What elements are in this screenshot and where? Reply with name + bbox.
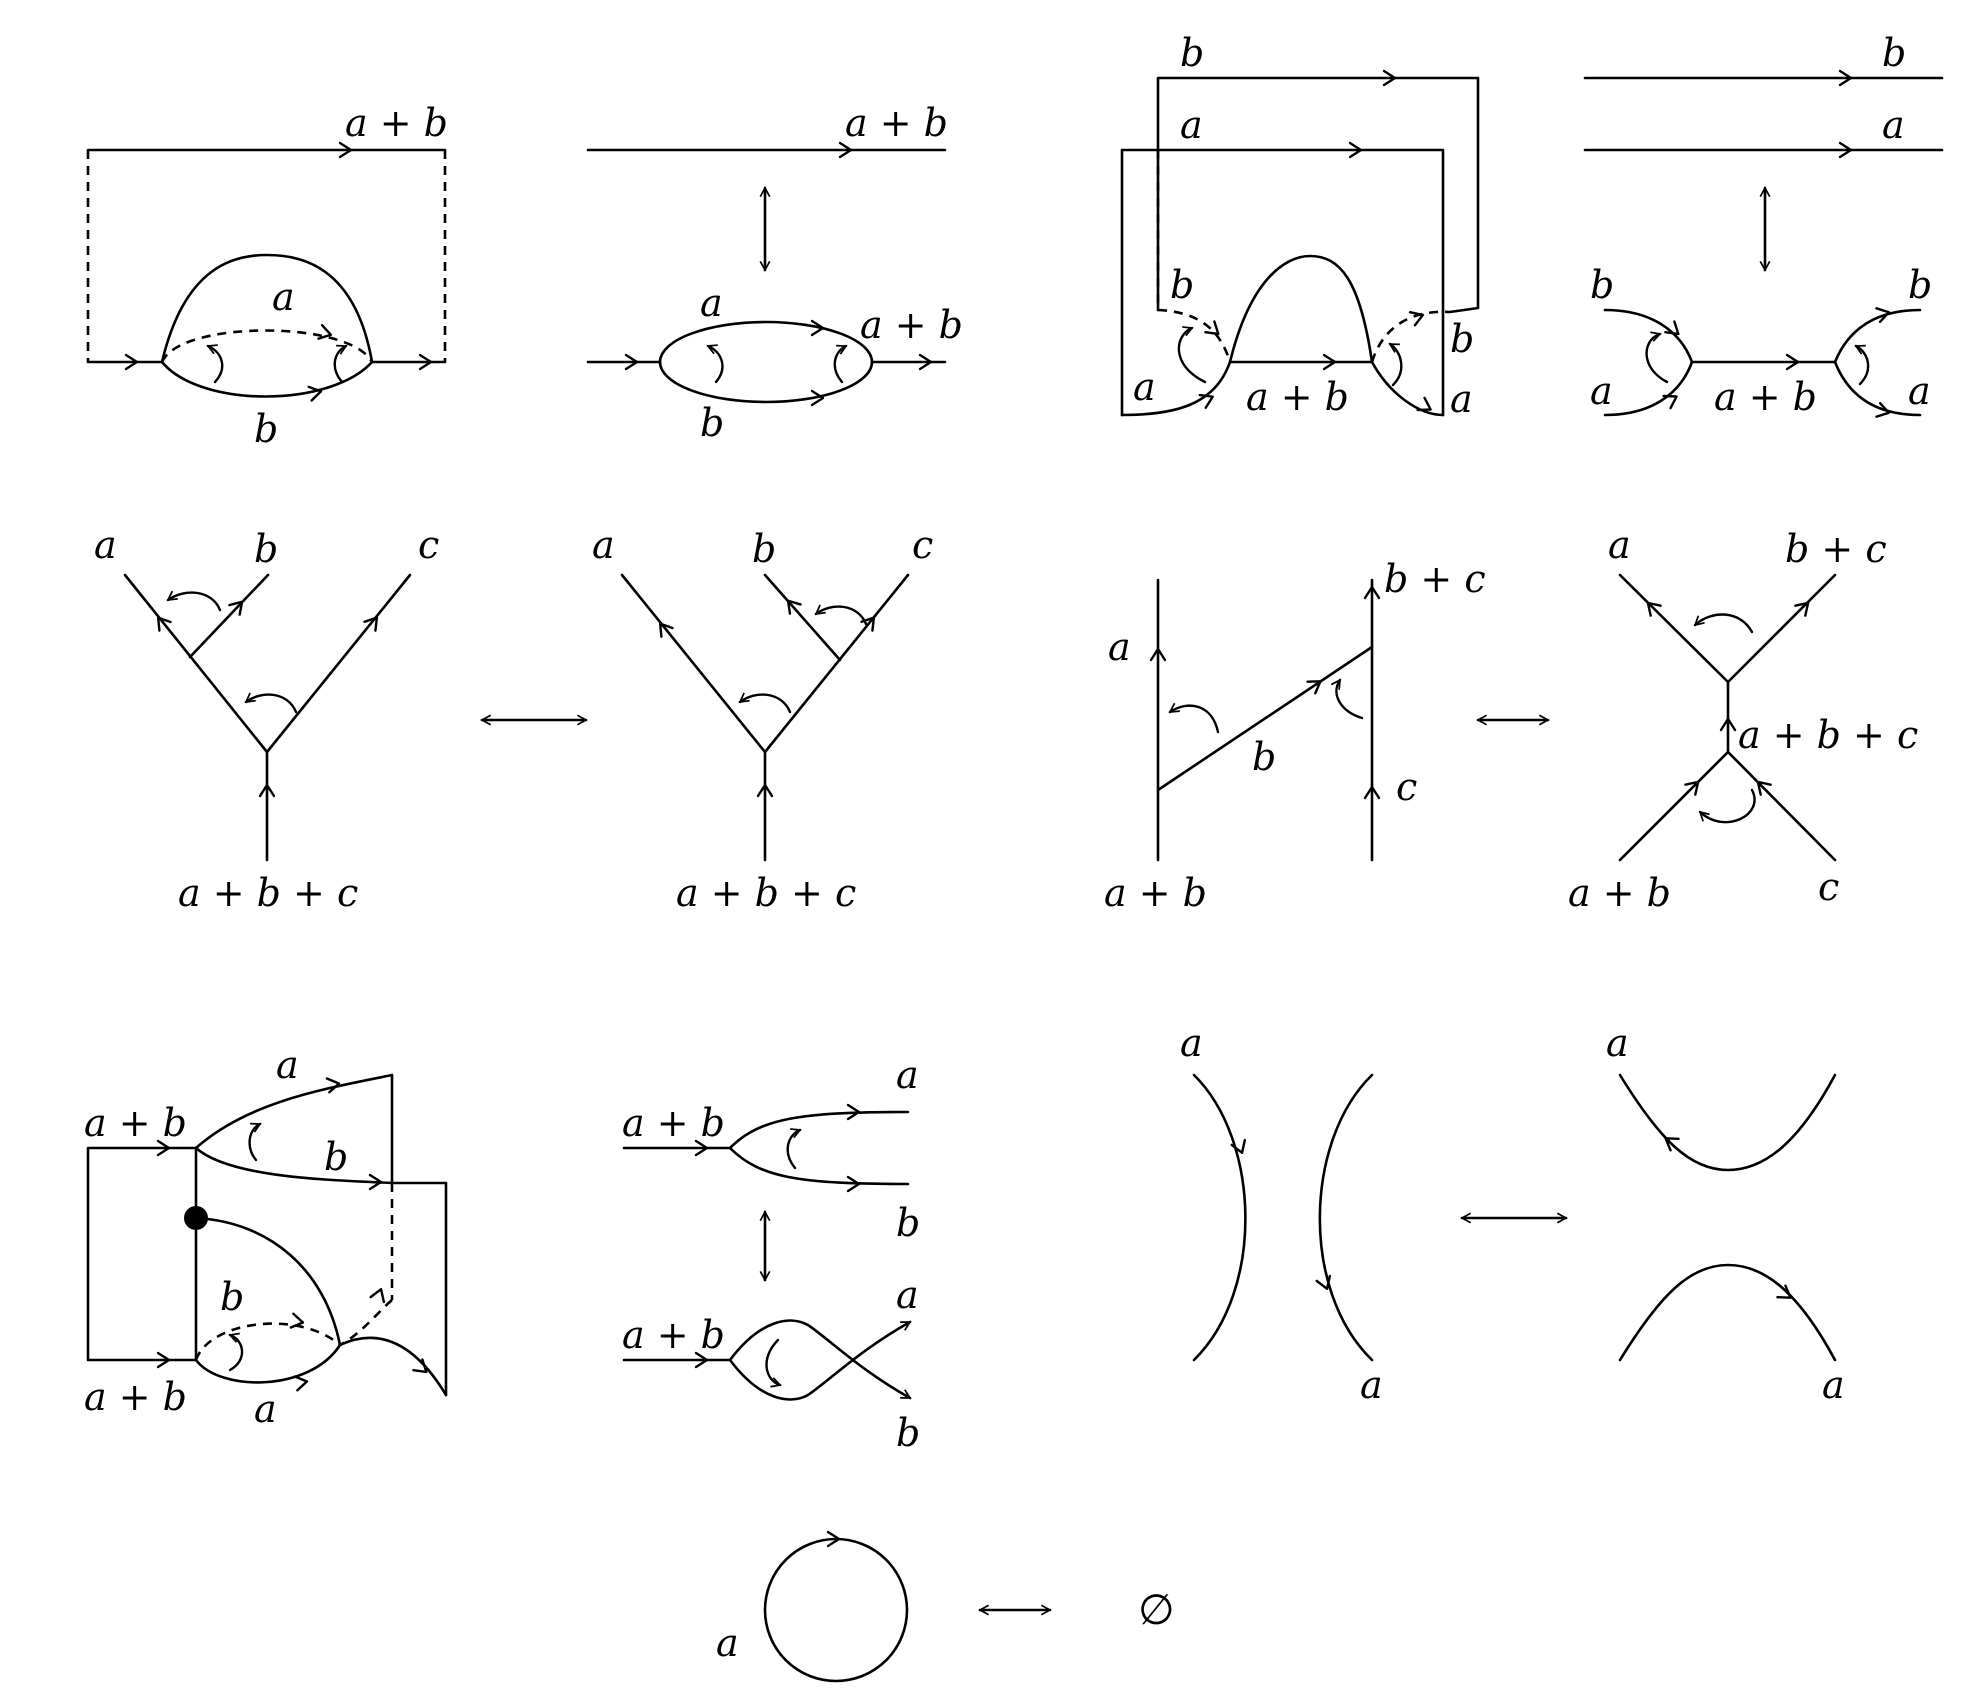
label-a: a	[896, 1273, 919, 1317]
diagram-bubble-planar: a + b a a + b b	[586, 101, 963, 445]
label-b: b	[220, 1275, 244, 1319]
label-a: a	[1590, 369, 1613, 413]
label-ab: a + b	[1714, 375, 1817, 419]
diagram-rungs: a b + c b c a + b	[1104, 557, 1486, 915]
label-a: a	[716, 1621, 739, 1665]
label-c: c	[912, 523, 933, 567]
label-abc: a + b + c	[178, 871, 358, 915]
diagram-split-planar: a + b a b a + b a b	[622, 1053, 920, 1455]
label-a: a	[700, 281, 723, 325]
label-ab: a + b	[622, 1313, 725, 1357]
label-b: b	[752, 527, 776, 571]
label-a: a	[1908, 369, 1931, 413]
label-c: c	[418, 523, 439, 567]
label-b: b	[254, 407, 278, 451]
label-c: c	[1396, 765, 1417, 809]
label-c: c	[1818, 865, 1839, 909]
diagram-loop: a	[716, 1530, 909, 1683]
label-a: a	[94, 523, 117, 567]
label-abc: a + b + c	[1738, 713, 1918, 757]
label-ab: a + b	[622, 1101, 725, 1145]
diagram-tree-right: a b c a + b + c	[592, 523, 933, 915]
label-b: b	[896, 1201, 920, 1245]
label-b: b	[1590, 263, 1614, 307]
label-a: a	[1450, 377, 1473, 421]
label-a: a	[1108, 625, 1131, 669]
diagram-saddle-right: a a	[1606, 1021, 1845, 1407]
label-a: a	[1360, 1363, 1383, 1407]
label-b: b	[1252, 735, 1276, 779]
empty-set-symbol: ∅	[1138, 1585, 1175, 1634]
label-b: b	[254, 527, 278, 571]
label-ab: a + b	[845, 101, 948, 145]
diagram-fold-planar: b a b a a + b b a	[1583, 31, 1944, 421]
label-ab: a + b	[345, 101, 448, 145]
label-a: a	[1608, 523, 1631, 567]
label-bc: b + c	[1785, 527, 1887, 571]
label-ab: a + b	[84, 1101, 187, 1145]
label-a: a	[254, 1387, 277, 1431]
label-b: b	[1180, 31, 1204, 75]
label-b: b	[1908, 263, 1932, 307]
label-b: b	[1170, 263, 1194, 307]
label-a: a	[276, 1043, 299, 1087]
label-b: b	[1882, 31, 1906, 75]
label-a: a	[592, 523, 615, 567]
label-a: a	[1606, 1021, 1629, 1065]
diagram-saddle-left: a a	[1180, 1021, 1383, 1407]
label-ab: a + b	[860, 303, 963, 347]
label-bc: b + c	[1384, 557, 1486, 601]
label-ab: a + b	[84, 1375, 187, 1419]
label-a: a	[1822, 1363, 1845, 1407]
label-b: b	[324, 1135, 348, 1179]
label-b: b	[1450, 317, 1474, 361]
label-b: b	[700, 401, 724, 445]
diagram-split-3d: a a + b b b a + b a	[84, 1043, 448, 1431]
label-a: a	[1133, 365, 1156, 409]
label-b: b	[896, 1411, 920, 1455]
label-a: a	[272, 275, 295, 319]
label-a: a	[1180, 1021, 1203, 1065]
label-a: a	[1180, 103, 1203, 147]
label-ab: a + b	[1568, 871, 1671, 915]
diagram-x-vertex: a b + c a + b + c a + b c	[1568, 523, 1918, 915]
label-ab: a + b	[1246, 375, 1349, 419]
diagram-fold-3d: b a b a a + b b a	[1120, 31, 1480, 421]
label-a: a	[896, 1053, 919, 1097]
label-ab: a + b	[1104, 871, 1207, 915]
label-abc: a + b + c	[676, 871, 856, 915]
diagram-tree-left: a b c a + b + c	[94, 523, 439, 915]
label-a: a	[1882, 103, 1905, 147]
diagram-bubble-3d: a + b a b	[86, 101, 448, 451]
